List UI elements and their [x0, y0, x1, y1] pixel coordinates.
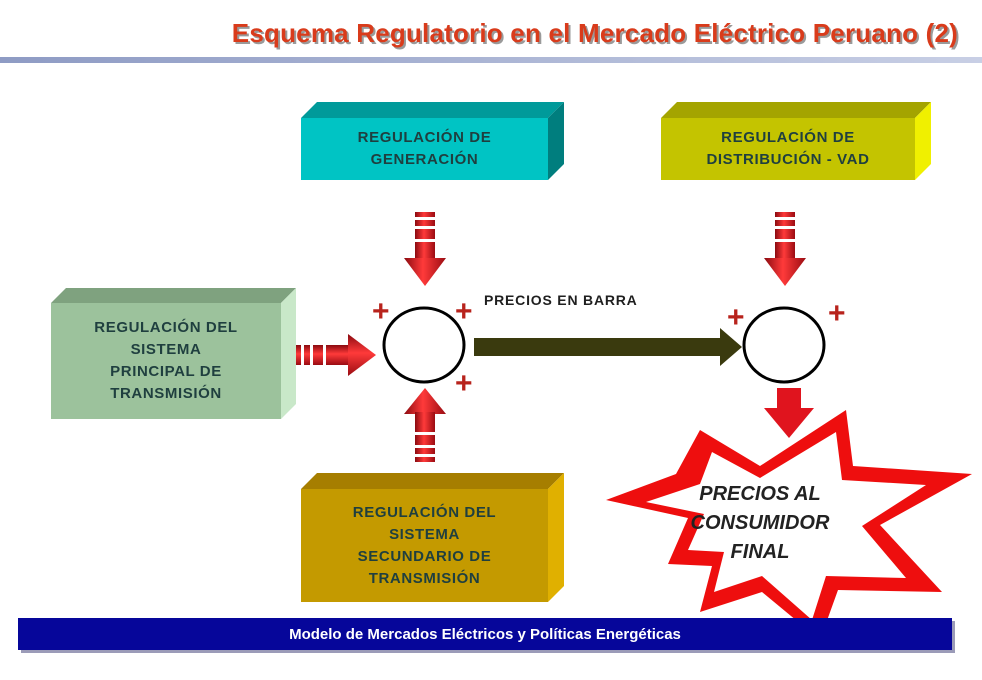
label-principal: REGULACIÓN DEL SISTEMA PRINCIPAL DE TRAN… [94, 319, 238, 402]
plus-sign-left-node-east: + [455, 295, 473, 328]
title-divider [0, 57, 982, 63]
box-secundario [301, 473, 564, 602]
label-generacion: REGULACIÓN DE GENERACIÓN [357, 129, 492, 168]
precios-barra-arrow [474, 328, 742, 366]
label-secundario: REGULACIÓN DEL SISTEMA SECUNDARIO DE TRA… [352, 503, 497, 587]
arrow-secundario-up [404, 388, 446, 462]
summing-node-left [382, 306, 466, 384]
footer-text: Modelo de Mercados Eléctricos y Política… [289, 625, 681, 643]
box-generacion [301, 102, 564, 180]
plus-sign-right-node-east: + [828, 297, 846, 330]
box-distribucion [661, 102, 931, 180]
precios-consumidor-label: PRECIOS AL CONSUMIDOR FINAL [690, 483, 830, 563]
arrow-consumidor-down [764, 388, 814, 438]
precios-barra-label: PRECIOS EN BARRA [484, 292, 638, 308]
box-principal [51, 288, 296, 419]
arrow-principal-right [296, 334, 376, 376]
precios-consumidor-burst [606, 410, 972, 640]
summing-node-right [742, 306, 826, 384]
arrow-generacion-down [404, 212, 446, 286]
plus-sign-left-node-south: + [455, 367, 473, 400]
label-distribucion: REGULACIÓN DE DISTRIBUCIÓN - VAD [706, 129, 870, 168]
footer-banner: Modelo de Mercados Eléctricos y Política… [18, 618, 952, 650]
arrow-distribucion-down [764, 212, 806, 286]
plus-sign-right-node-west: + [727, 301, 745, 334]
plus-sign-left-node-west: + [372, 295, 390, 328]
page-title: Esquema Regulatorio en el Mercado Eléctr… [231, 18, 958, 48]
